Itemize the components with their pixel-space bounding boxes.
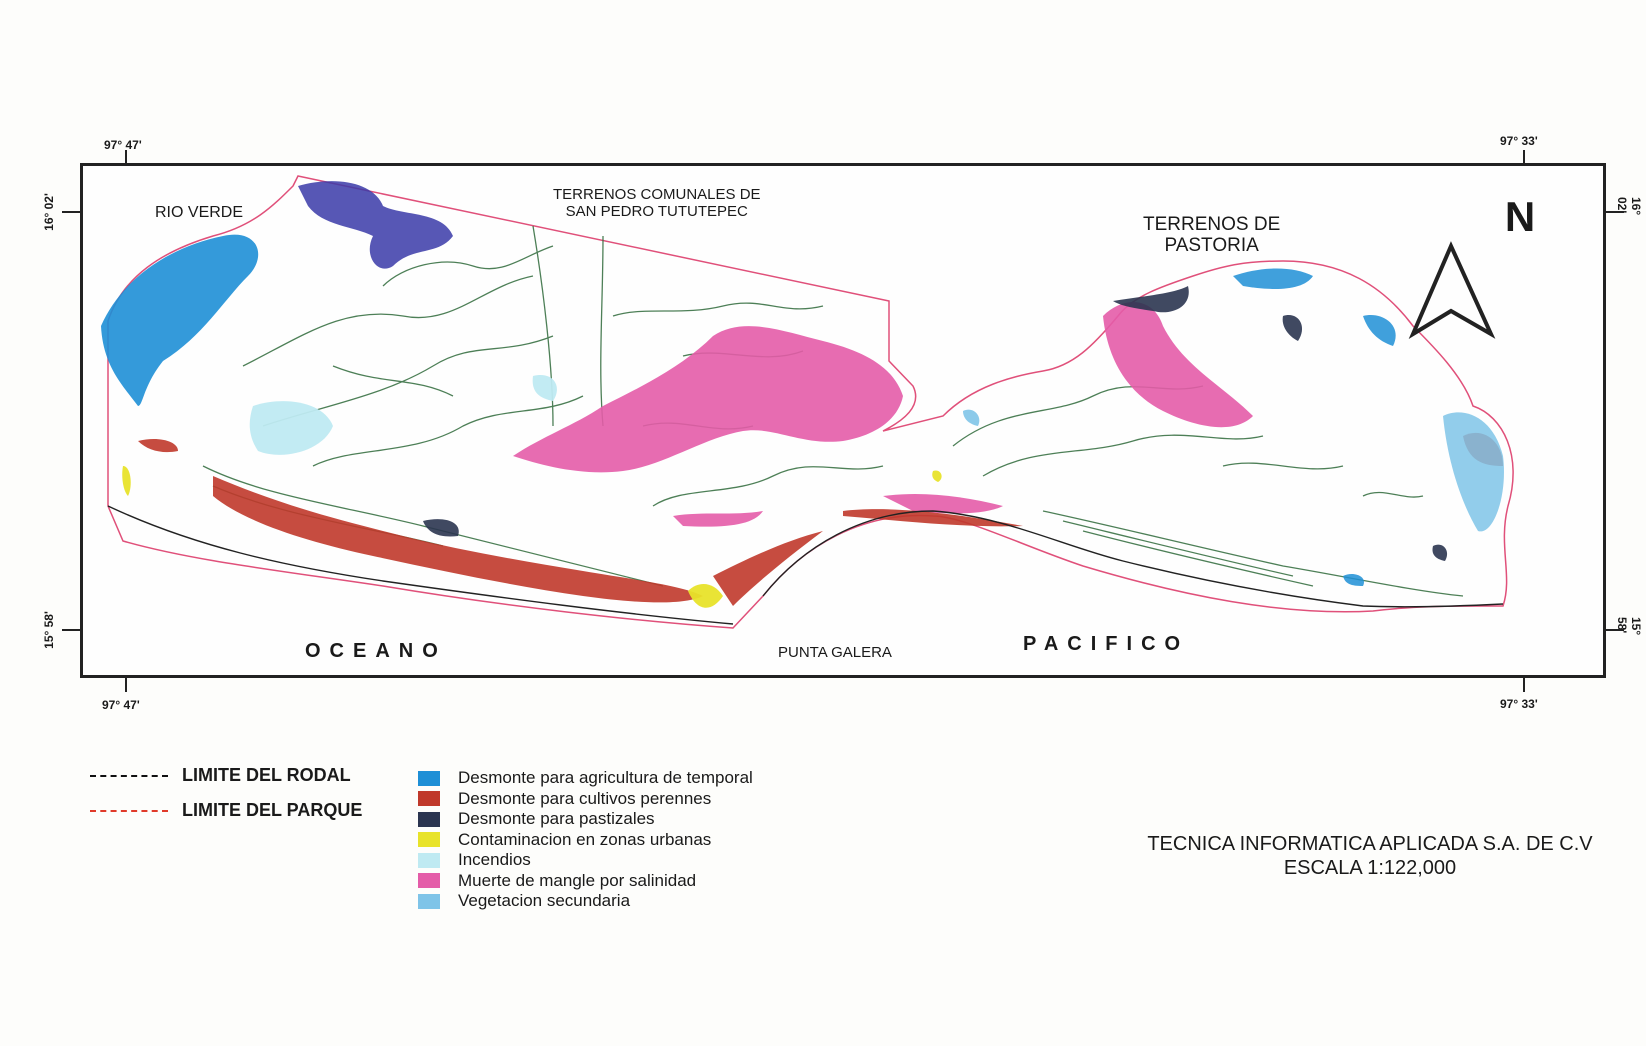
coord-bottom-left: 97° 47' — [102, 698, 140, 712]
legend-label: Desmonte para agricultura de temporal — [458, 768, 753, 788]
legend-item: Incendios — [418, 850, 753, 871]
park-map — [101, 175, 1514, 629]
legend-item: Desmonte para agricultura de temporal — [418, 768, 753, 789]
coord-top-left: 97° 47' — [104, 138, 142, 152]
label-terrenos-pastoria-line1: TERRENOS DE — [1143, 214, 1281, 235]
map-frame: RIO VERDE TERRENOS COMUNALES DE SAN PEDR… — [80, 163, 1606, 678]
north-arrow-icon — [1408, 241, 1496, 339]
credits: TECNICA INFORMATICA APLICADA S.A. DE C.V… — [1120, 832, 1620, 880]
legend-label: Desmonte para pastizales — [458, 809, 655, 829]
coord-top-right: 97° 33' — [1500, 134, 1538, 148]
legend-item: Vegetacion secundaria — [418, 891, 753, 912]
legend-line-label: LIMITE DEL RODAL — [182, 765, 351, 785]
legend-swatch — [418, 873, 440, 889]
coord-bottom-right: 97° 33' — [1500, 697, 1538, 711]
label-punta-galera: PUNTA GALERA — [778, 644, 892, 661]
legend-line-black — [90, 774, 168, 777]
coastline — [107, 505, 1504, 625]
legend-swatch — [418, 852, 440, 868]
legend-line-red — [90, 809, 168, 812]
label-pacifico: PACIFICO — [1023, 633, 1190, 655]
legend-label: Desmonte para cultivos perennes — [458, 788, 712, 808]
area-mangle-salinidad — [513, 326, 903, 473]
label-oceano: OCEANO — [305, 640, 447, 662]
credits-scale: ESCALA 1:122,000 — [1283, 857, 1457, 879]
legend-swatch — [418, 832, 440, 848]
legend-swatch — [418, 770, 440, 786]
legend-limite-rodal: LIMITE DEL RODAL — [90, 765, 362, 786]
legend-label: Vegetacion secundaria — [458, 891, 631, 911]
legend-limite-parque: LIMITE DEL PARQUE — [90, 800, 362, 821]
legend-swatch — [418, 811, 440, 827]
area-dark-patch-north — [298, 181, 453, 269]
label-rio-verde: RIO VERDE — [155, 204, 244, 221]
legend-swatch — [418, 791, 440, 807]
area-incendios — [249, 401, 333, 455]
legend-line-label: LIMITE DEL PARQUE — [182, 800, 363, 820]
area-cultivos-perennes — [213, 476, 703, 603]
area-vegetacion-secundaria — [1443, 412, 1504, 532]
label-terrenos-pastoria: TERRENOS DE PASTORIA — [1143, 214, 1280, 256]
north-indicator: N — [1460, 196, 1580, 238]
legend-item: Contaminacion en zonas urbanas — [418, 830, 753, 851]
legend-item: Desmonte para pastizales — [418, 809, 753, 830]
area-agricultura-temporal — [101, 234, 259, 406]
legend-label: Incendios — [458, 850, 531, 870]
legend-item: Desmonte para cultivos perennes — [418, 789, 753, 810]
label-terrenos-comunales: TERRENOS COMUNALES DE SAN PEDRO TUTUTEPE… — [553, 186, 761, 220]
legend-swatch — [418, 893, 440, 909]
north-letter: N — [1504, 193, 1536, 240]
legend-label: Muerte de mangle por salinidad — [458, 870, 697, 890]
legend-label: Contaminacion en zonas urbanas — [458, 829, 712, 849]
label-terrenos-comunales-line1: TERRENOS COMUNALES DE — [553, 186, 761, 203]
area-contaminacion — [688, 584, 723, 608]
legend-lines: LIMITE DEL RODAL LIMITE DEL PARQUE — [90, 765, 362, 835]
legend-categories: Desmonte para agricultura de temporal De… — [418, 768, 753, 912]
legend-item: Muerte de mangle por salinidad — [418, 871, 753, 892]
area-pastizales — [1113, 286, 1189, 313]
credits-company: TECNICA INFORMATICA APLICADA S.A. DE C.V — [1147, 833, 1593, 855]
label-terrenos-pastoria-line2: PASTORIA — [1164, 235, 1259, 256]
label-terrenos-comunales-line2: SAN PEDRO TUTUTEPEC — [565, 203, 748, 220]
